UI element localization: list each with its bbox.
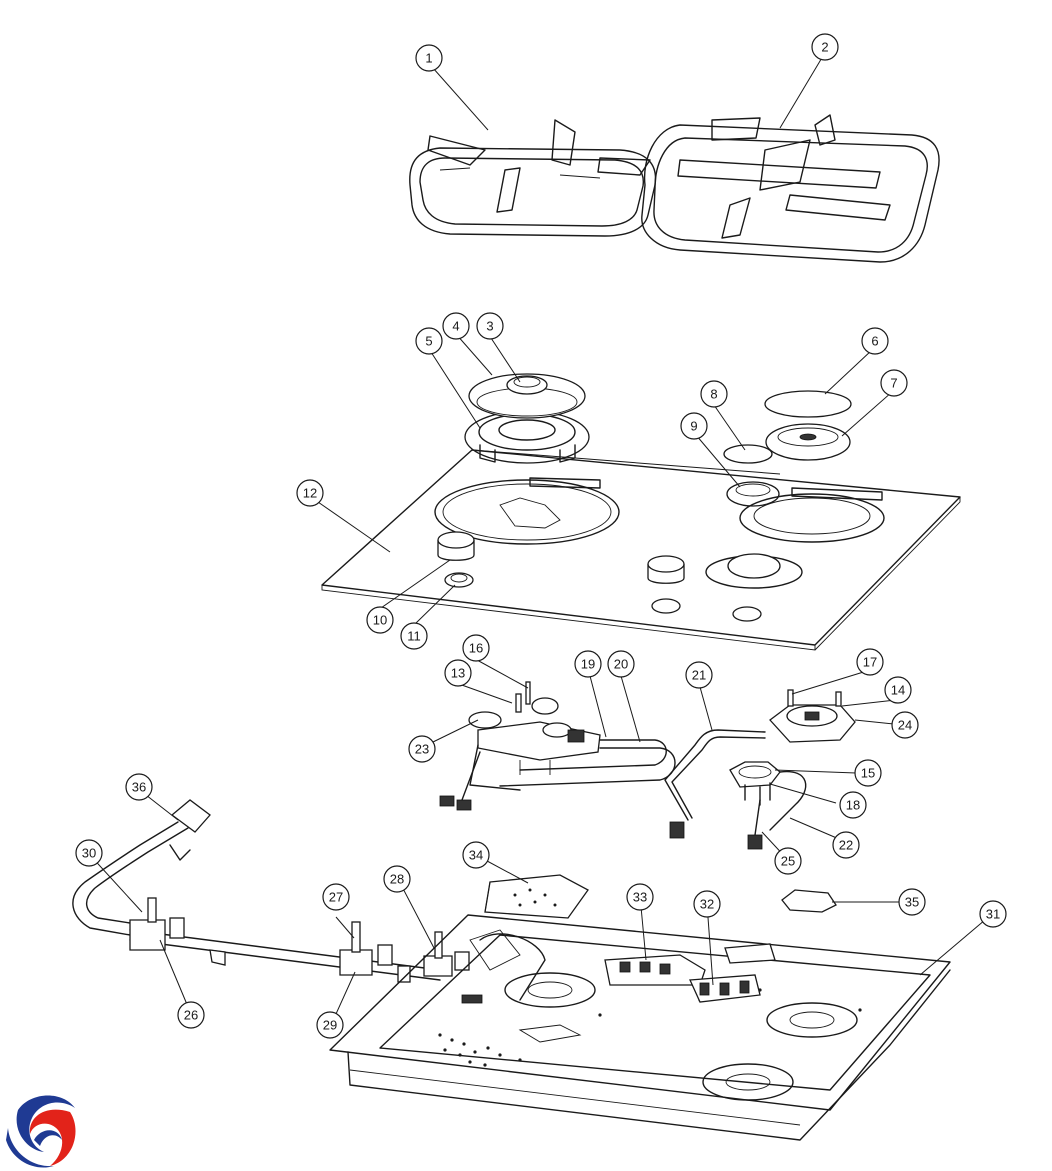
base-tray	[329, 914, 951, 1141]
callout: 34	[462, 841, 490, 869]
svg-text:13: 13	[451, 666, 465, 681]
svg-text:25: 25	[781, 854, 795, 869]
svg-text:18: 18	[846, 798, 860, 813]
gas-valve-assembly-left	[439, 681, 676, 811]
svg-text:32: 32	[700, 897, 714, 912]
callout: 5	[415, 327, 443, 355]
callout: 28	[383, 865, 411, 893]
callout: 21	[685, 661, 713, 689]
callout: 29	[316, 1011, 344, 1039]
svg-text:29: 29	[323, 1018, 337, 1033]
callout: 8	[700, 380, 728, 408]
svg-text:11: 11	[407, 629, 421, 644]
svg-text:20: 20	[614, 657, 628, 672]
callout-labels: 1 2 3 4 5 6 7 8 9 10 11 12 13 14 15 16 1…	[75, 33, 1007, 1039]
cooktop-plate	[321, 449, 961, 651]
clip-bracket	[724, 943, 776, 964]
svg-text:33: 33	[633, 890, 647, 905]
callout: 6	[861, 327, 889, 355]
ignition-module	[604, 954, 761, 1003]
callout: 12	[296, 479, 324, 507]
callout: 2	[811, 33, 839, 61]
leader-lines	[88, 55, 993, 1026]
callout: 32	[693, 890, 721, 918]
bracket-34	[484, 874, 589, 919]
svg-text:2: 2	[821, 40, 828, 55]
pan-support-right	[641, 114, 940, 263]
svg-text:21: 21	[692, 668, 706, 683]
thermocouple-assembly	[729, 761, 807, 850]
callout: 19	[574, 650, 602, 678]
callout: 24	[891, 711, 919, 739]
callout: 20	[607, 650, 635, 678]
svg-text:27: 27	[329, 890, 343, 905]
svg-text:34: 34	[469, 848, 483, 863]
callout: 31	[979, 900, 1007, 928]
burner-right-rear	[764, 390, 852, 461]
svg-text:31: 31	[986, 907, 1000, 922]
control-knobs	[437, 531, 762, 622]
burner-large	[464, 373, 590, 464]
callout: 30	[75, 839, 103, 867]
svg-text:16: 16	[469, 641, 483, 656]
brand-swirl-logo	[6, 1094, 78, 1168]
callout: 27	[322, 883, 350, 911]
svg-text:17: 17	[863, 655, 877, 670]
callout: 36	[125, 773, 153, 801]
svg-text:15: 15	[861, 766, 875, 781]
callout: 18	[839, 791, 867, 819]
svg-text:22: 22	[839, 838, 853, 853]
callout: 11	[400, 622, 428, 650]
svg-text:26: 26	[184, 1008, 198, 1023]
pan-support-left	[409, 119, 657, 237]
svg-text:12: 12	[303, 486, 317, 501]
callout: 14	[884, 676, 912, 704]
svg-text:3: 3	[486, 319, 493, 334]
burner-small	[723, 444, 780, 507]
svg-text:7: 7	[890, 376, 897, 391]
svg-text:36: 36	[132, 780, 146, 795]
callout: 9	[680, 412, 708, 440]
callout: 3	[476, 312, 504, 340]
svg-text:23: 23	[415, 742, 429, 757]
svg-text:24: 24	[898, 718, 912, 733]
callout: 26	[177, 1001, 205, 1029]
svg-text:4: 4	[452, 319, 459, 334]
callout: 13	[444, 659, 472, 687]
callout: 35	[898, 888, 926, 916]
gas-pipe-21	[664, 729, 766, 839]
callout: 23	[408, 735, 436, 763]
callout: 7	[880, 369, 908, 397]
callout: 17	[856, 648, 884, 676]
callout: 10	[366, 606, 394, 634]
bracket-35	[781, 889, 837, 913]
svg-text:9: 9	[690, 419, 697, 434]
callout: 25	[774, 847, 802, 875]
svg-text:35: 35	[905, 895, 919, 910]
callout: 22	[832, 831, 860, 859]
gas-valve-right	[769, 689, 856, 743]
svg-text:30: 30	[82, 846, 96, 861]
svg-text:6: 6	[871, 334, 878, 349]
svg-text:8: 8	[710, 387, 717, 402]
svg-text:5: 5	[425, 334, 432, 349]
gas-inlet-manifold	[72, 799, 470, 983]
svg-text:28: 28	[390, 872, 404, 887]
svg-text:1: 1	[425, 51, 432, 66]
callout: 15	[854, 759, 882, 787]
callout: 4	[442, 312, 470, 340]
callout: 33	[626, 883, 654, 911]
callout: 1	[415, 44, 443, 72]
svg-text:19: 19	[581, 657, 595, 672]
callout: 16	[462, 634, 490, 662]
svg-text:14: 14	[891, 683, 905, 698]
svg-text:10: 10	[373, 613, 387, 628]
